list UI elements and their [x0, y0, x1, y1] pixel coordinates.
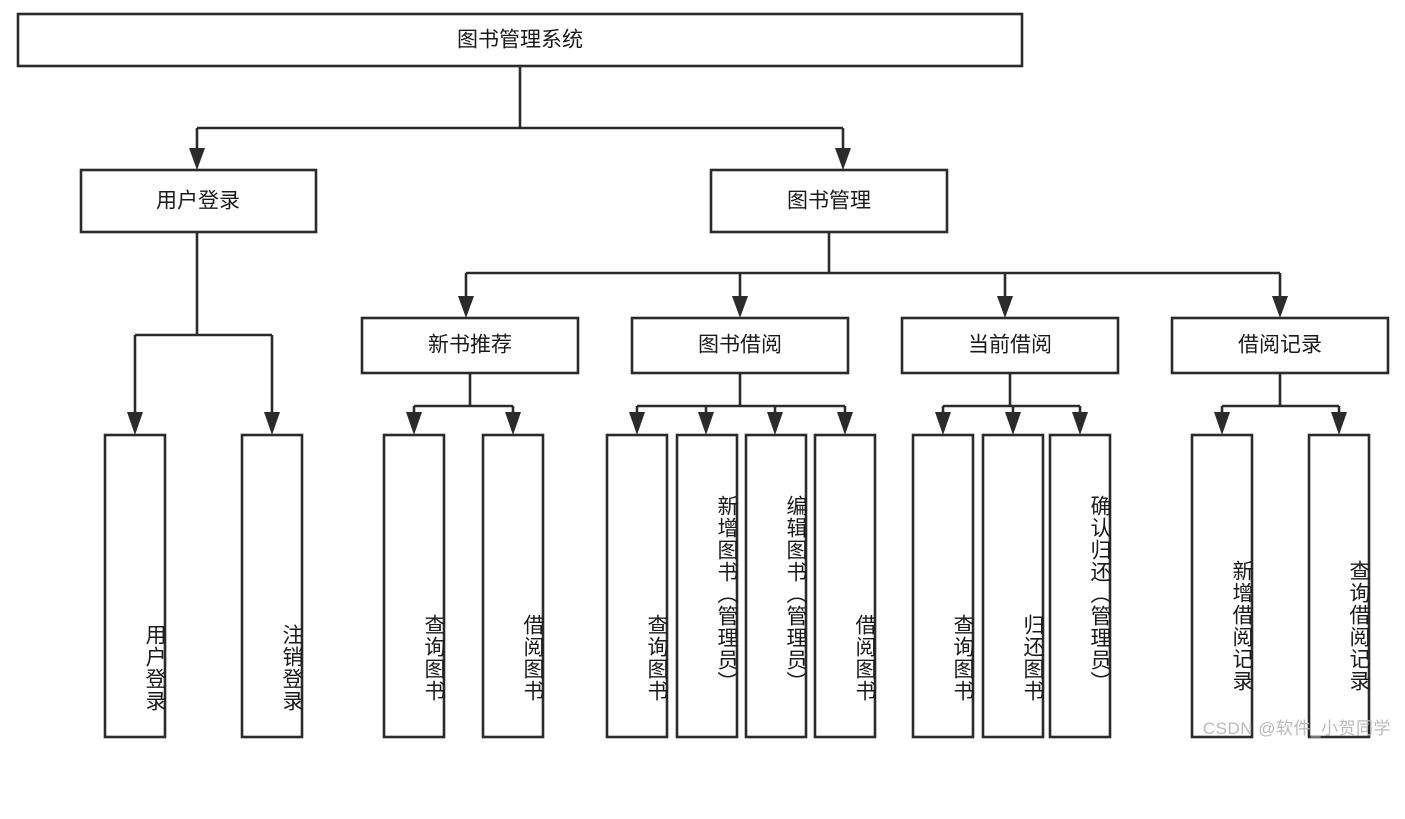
arrow-head-icon	[837, 412, 853, 435]
arrow-head-icon	[935, 412, 951, 435]
connector-currentborrow-to-leaves	[935, 373, 1088, 435]
node-root-label: 图书管理系统	[457, 29, 583, 52]
node-borrow-record[interactable]: 借阅记录	[1170, 316, 1390, 375]
diagram-canvas: 图书管理系统 用户登录 图书管理 新书推荐 图书借阅 当前借阅 借阅记录	[16, 12, 1390, 739]
arrow-head-icon	[1331, 412, 1347, 435]
node-book-borrow[interactable]: 图书借阅	[630, 316, 850, 375]
connector-bookmgmt-to-level2	[458, 232, 1288, 318]
leaf-box-query-book-1[interactable]	[382, 433, 446, 739]
node-new-book-recommend[interactable]: 新书推荐	[360, 316, 580, 375]
watermark: CSDN @软件_小贺同学	[1202, 719, 1391, 738]
connector-root-to-level1	[189, 66, 851, 170]
node-root[interactable]: 图书管理系统	[16, 12, 1024, 68]
leaf-box-user-login[interactable]	[103, 433, 167, 739]
arrow-head-icon	[458, 296, 474, 318]
arrow-head-icon	[189, 148, 205, 170]
leaf-box-query-borrow-record[interactable]	[1307, 433, 1371, 739]
arrow-head-icon	[767, 412, 783, 435]
leaf-box-query-book-3[interactable]	[911, 433, 975, 739]
arrow-head-icon	[997, 296, 1013, 318]
leaf-box-logout[interactable]	[240, 433, 304, 739]
arrow-head-icon	[1072, 412, 1088, 435]
connector-bookborrow-to-leaves	[629, 373, 853, 435]
connector-borrowrecord-to-leaves	[1214, 373, 1347, 435]
node-user-login-label: 用户登录	[156, 190, 240, 213]
leaf-box-confirm-return-admin[interactable]	[1048, 433, 1112, 739]
arrow-head-icon	[1272, 296, 1288, 318]
node-current-borrow-label: 当前借阅	[968, 334, 1052, 357]
node-current-borrow[interactable]: 当前借阅	[900, 316, 1120, 375]
leaf-box-edit-book-admin[interactable]	[744, 433, 808, 739]
leaf-box-borrow-book-1[interactable]	[481, 433, 545, 739]
arrow-head-icon	[629, 412, 645, 435]
arrow-head-icon	[406, 412, 422, 435]
leaf-box-add-borrow-record[interactable]	[1190, 433, 1254, 739]
leaf-box-borrow-book-2[interactable]	[813, 433, 877, 739]
node-book-management-label: 图书管理	[787, 190, 871, 213]
arrow-head-icon	[698, 412, 714, 435]
connector-userlogin-to-leaves	[127, 232, 280, 435]
arrow-head-icon	[835, 148, 851, 170]
leaf-box-query-book-2[interactable]	[605, 433, 669, 739]
connector-newbook-to-leaves	[406, 373, 521, 435]
arrow-head-icon	[264, 412, 280, 435]
leaf-box-add-book-admin[interactable]	[675, 433, 739, 739]
arrow-head-icon	[127, 412, 143, 435]
arrow-head-icon	[1214, 412, 1230, 435]
node-book-management[interactable]: 图书管理	[709, 168, 949, 234]
leaf-box-return-book[interactable]	[981, 433, 1045, 739]
node-user-login[interactable]: 用户登录	[79, 168, 318, 234]
node-borrow-record-label: 借阅记录	[1238, 334, 1322, 357]
arrow-head-icon	[1005, 412, 1021, 435]
tree-diagram: 图书管理系统 用户登录 图书管理 新书推荐 图书借阅 当前借阅 借阅记录	[16, 12, 1391, 739]
node-book-borrow-label: 图书借阅	[698, 334, 782, 357]
arrow-head-icon	[505, 412, 521, 435]
node-new-book-recommend-label: 新书推荐	[428, 334, 512, 357]
arrow-head-icon	[732, 296, 748, 318]
